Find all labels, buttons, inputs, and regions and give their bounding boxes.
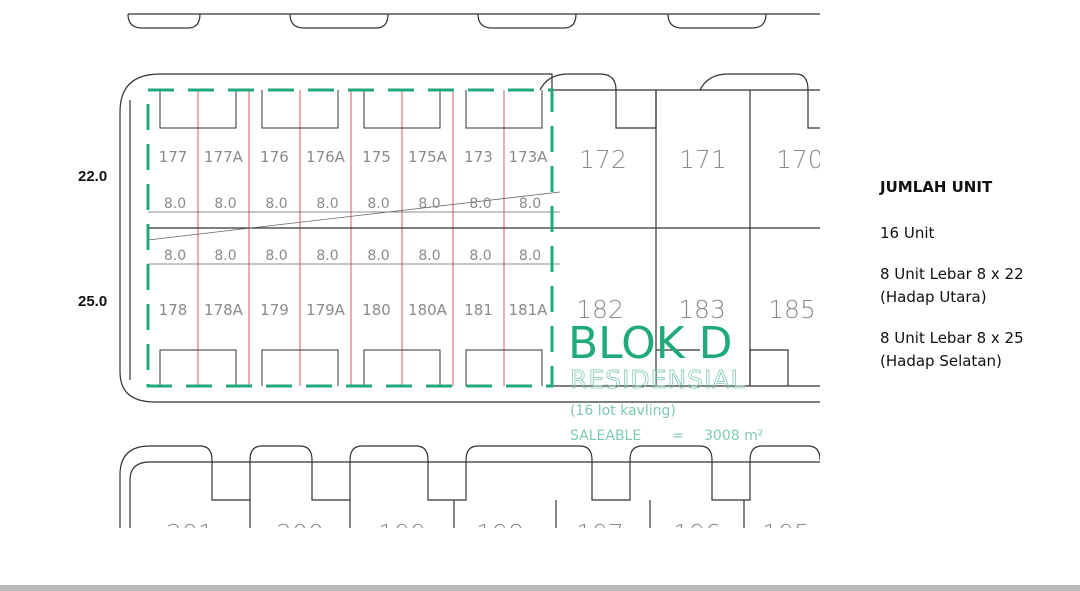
- saleable-value: 3008 m²: [704, 428, 763, 444]
- lot-label[interactable]: 180: [362, 301, 391, 319]
- lot-width-dim: 8.0: [316, 196, 338, 212]
- lot-width-dim: 8.0: [316, 248, 338, 264]
- lot-width-dim: 8.0: [164, 248, 186, 264]
- lot-label[interactable]: 177A: [204, 148, 244, 166]
- summary-total: 16 Unit: [880, 224, 935, 242]
- lot-width-dim: 8.0: [265, 196, 287, 212]
- lot-width-dim: 8.0: [214, 248, 236, 264]
- summary-south-facing: (Hadap Selatan): [880, 352, 1002, 370]
- summary-south-size: 8 Unit Lebar 8 x 25: [880, 329, 1024, 347]
- lot-label[interactable]: 198: [476, 519, 524, 548]
- lot-label[interactable]: 172: [579, 145, 627, 174]
- lot-label[interactable]: 201: [166, 519, 214, 548]
- lot-label[interactable]: 197: [576, 519, 624, 548]
- saleable-label: SALEABLE: [570, 428, 641, 444]
- lot-label[interactable]: 181: [464, 301, 493, 319]
- lot-width-dim: 8.0: [418, 248, 440, 264]
- lot-label[interactable]: 200: [276, 519, 324, 548]
- lot-label[interactable]: 177: [159, 148, 188, 166]
- lot-label[interactable]: 175A: [408, 148, 448, 166]
- lot-label[interactable]: 179: [260, 301, 289, 319]
- summary-heading: JUMLAH UNIT: [880, 178, 993, 196]
- lot-notches: [159, 90, 543, 386]
- lot-label[interactable]: 171: [679, 145, 727, 174]
- top-block-partial: [127, 13, 820, 29]
- lot-label[interactable]: 180A: [408, 301, 448, 319]
- summary-north-size: 8 Unit Lebar 8 x 22: [880, 265, 1024, 283]
- blok-subtitle: RESIDENSIAL: [570, 365, 745, 394]
- lot-label[interactable]: 173A: [509, 148, 549, 166]
- lot-width-dim: 8.0: [265, 248, 287, 264]
- lot-label[interactable]: 199: [378, 519, 426, 548]
- lot-width-dim: 8.0: [519, 196, 541, 212]
- lot-label[interactable]: 170: [776, 145, 824, 174]
- bottom-divider: [0, 585, 1080, 591]
- lot-label[interactable]: 196: [673, 519, 721, 548]
- lot-label[interactable]: 176A: [306, 148, 346, 166]
- lot-label[interactable]: 185: [768, 295, 816, 324]
- lot-width-dim: 8.0: [418, 196, 440, 212]
- blok-title: BLOK D: [568, 318, 732, 369]
- row-dimension: 22.0: [78, 168, 107, 185]
- lot-width-dim: 8.0: [164, 196, 186, 212]
- blok-d-boundary[interactable]: [146, 88, 554, 388]
- lot-label[interactable]: 175: [362, 148, 391, 166]
- dimension-lines: [147, 191, 561, 265]
- lot-width-dim: 8.0: [519, 248, 541, 264]
- lot-label[interactable]: 181A: [509, 301, 549, 319]
- lot-width-dim: 8.0: [367, 196, 389, 212]
- lot-width-dim: 8.0: [469, 248, 491, 264]
- main-block-lines: [119, 73, 820, 403]
- lot-label[interactable]: 178A: [204, 301, 244, 319]
- lot-width-dim: 8.0: [214, 196, 236, 212]
- saleable-eq: =: [672, 428, 684, 444]
- lot-label[interactable]: 173: [464, 148, 493, 166]
- lot-width-dim: 8.0: [367, 248, 389, 264]
- lot-label[interactable]: 182: [576, 295, 624, 324]
- unit-summary-panel: JUMLAH UNIT 16 Unit 8 Unit Lebar 8 x 22 …: [880, 178, 1070, 373]
- lot-label[interactable]: 176: [260, 148, 289, 166]
- blok-lot-note: (16 lot kavling): [570, 403, 676, 419]
- row-dimension: 25.0: [78, 293, 107, 310]
- lot-label[interactable]: 178: [159, 301, 188, 319]
- lot-width-dim: 8.0: [469, 196, 491, 212]
- bottom-block-partial: [119, 445, 820, 528]
- lot-label[interactable]: 179A: [306, 301, 346, 319]
- lot-label[interactable]: 183: [678, 295, 726, 324]
- summary-north-facing: (Hadap Utara): [880, 288, 987, 306]
- lot-label[interactable]: 195: [762, 519, 810, 548]
- lot-divisions: [197, 90, 505, 386]
